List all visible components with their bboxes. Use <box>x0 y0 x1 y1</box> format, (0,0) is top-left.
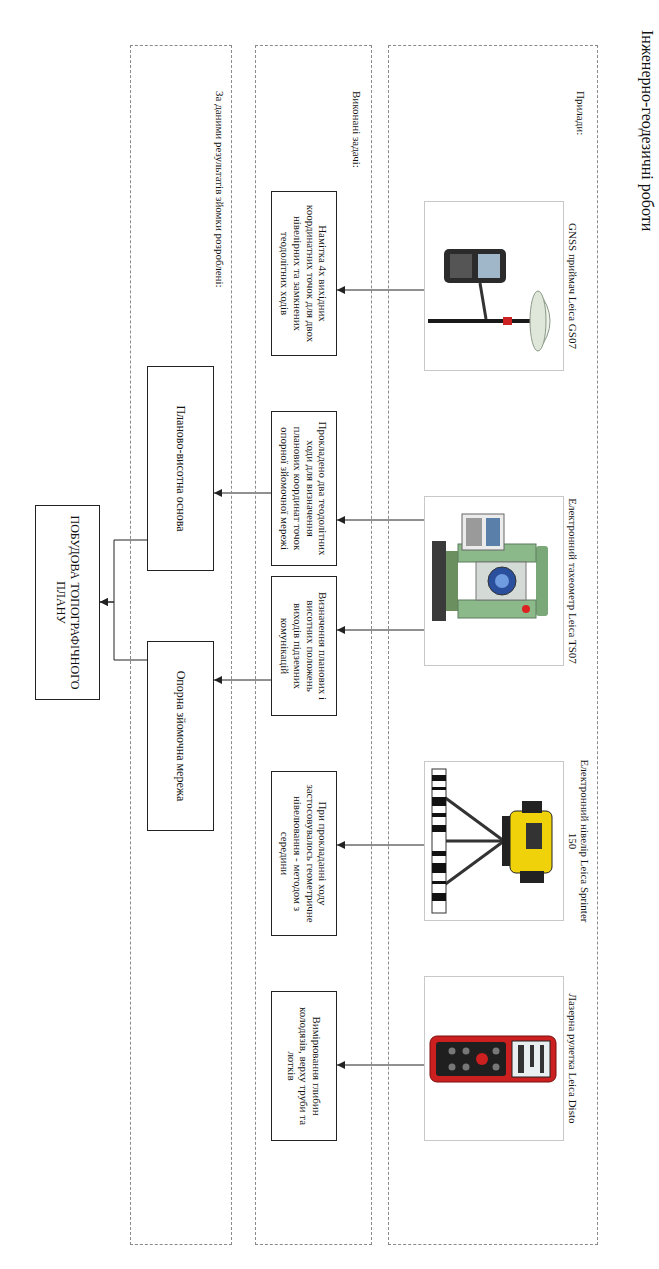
meter-key <box>463 1048 470 1055</box>
flow-arrow <box>100 540 147 602</box>
meter-key <box>449 1048 456 1055</box>
total-station-picture <box>432 514 548 621</box>
controller-body <box>444 249 506 283</box>
gnss-receiver-picture <box>428 249 550 351</box>
level-eyepiece <box>522 801 542 813</box>
staff-code <box>432 881 446 884</box>
instrument-label: Електронний тахеометр Leica TS07 <box>566 485 579 677</box>
instrument-label: Лазерна рулетка Leica Disto <box>566 965 579 1152</box>
box-text: Прокладено два теодолітних ходи для визн… <box>279 417 330 560</box>
staff-code <box>432 893 446 901</box>
box-text: При прокладанні ходу застосовувалось гео… <box>279 777 330 930</box>
box-text: ПОБУДОВА ТОПОГРАФІЧНОГО ПЛАНУ <box>54 511 82 694</box>
instrument-label: GNSS приймач Leica GS07 <box>566 190 579 382</box>
flow-arrow <box>100 602 147 660</box>
meter-keypad <box>436 1042 506 1076</box>
diagram-title: Інженерно-геодезичні роботи <box>638 30 656 231</box>
meter-key <box>493 1064 500 1071</box>
instrument-group: Прилади: GNSS приймач Leica GS07Електронн… <box>388 45 598 1245</box>
flow-arrow <box>337 845 424 846</box>
station-marker <box>522 605 530 613</box>
group-heading: За даними результатів зйомки розроблені: <box>214 91 226 288</box>
station-lens-glass <box>495 574 509 588</box>
instrument-label: Електронний нівелір Leica Sprinter 150 <box>566 750 591 932</box>
staff-code <box>432 851 446 856</box>
flow-arrow <box>214 493 271 494</box>
meter-body <box>430 1036 556 1082</box>
box-text: Вимірювання глибин колодязів, верху труб… <box>285 997 323 1135</box>
meter-screen <box>512 1041 550 1077</box>
station-upright <box>458 600 536 618</box>
meter-readout <box>518 1045 524 1073</box>
station-handle <box>536 546 548 616</box>
staff-code <box>432 775 446 781</box>
station-base <box>432 541 446 621</box>
station-tribrach <box>446 551 458 611</box>
instrument-panel: Лазерна рулетка Leica Disto <box>424 976 564 1141</box>
level-display <box>526 823 542 849</box>
final-box: ПОБУДОВА ТОПОГРАФІЧНОГО ПЛАНУ <box>35 505 100 700</box>
meter-key <box>493 1048 500 1055</box>
result-group: За даними результатів зйомки розроблені:… <box>130 45 232 1245</box>
flow-arrow <box>214 680 271 681</box>
task-box: Вимірювання глибин колодязів, верху труб… <box>271 991 337 1141</box>
task-group: Виконані задачі: Намітка 4х вихідних коор… <box>255 45 372 1245</box>
meter-key <box>463 1064 470 1071</box>
station-telescope <box>476 562 526 600</box>
task-box: Прокладено два теодолітних ходи для визн… <box>271 411 337 566</box>
result-box: Планово-висотна основа <box>147 366 214 571</box>
meter-readout <box>530 1045 534 1067</box>
box-text: Планово-висотна основа <box>174 405 188 531</box>
station-keys <box>466 518 482 546</box>
antenna-base <box>530 291 546 351</box>
digital-level-picture <box>432 769 552 913</box>
flow-arrow <box>337 290 424 291</box>
task-box: Визначення планових і висотних положень … <box>271 576 337 716</box>
box-text: Намітка 4х вихідних координатних точок д… <box>279 197 330 350</box>
box-text: Опорна зйомочна мережа <box>174 671 188 802</box>
staff-code <box>432 813 446 817</box>
level-staff <box>432 769 446 913</box>
level-body <box>510 811 552 873</box>
instrument-panel: Електронний тахеометр Leica TS07 <box>424 496 564 666</box>
staff-code <box>432 787 446 790</box>
controller-bracket <box>480 283 486 319</box>
station-display-panel <box>462 514 504 550</box>
tripod-leg <box>446 840 504 843</box>
meter-key <box>449 1064 456 1071</box>
instrument-panel: GNSS приймач Leica GS07 <box>424 201 564 371</box>
flow-arrow <box>337 630 424 631</box>
pole <box>428 319 534 323</box>
flow-arrow <box>337 1065 424 1066</box>
meter-readout <box>540 1045 544 1073</box>
controller-keypad <box>450 254 472 278</box>
staff-code <box>432 797 446 806</box>
flow-arrow <box>337 520 424 521</box>
group-heading: Прилади: <box>575 91 587 135</box>
task-box: При прокладанні ходу застосовувалось гео… <box>271 771 337 936</box>
controller-screen <box>478 254 500 278</box>
task-box: Намітка 4х вихідних координатних точок д… <box>271 191 337 356</box>
pole-clamp <box>503 317 512 325</box>
level-objective <box>520 871 544 883</box>
laser-meter-picture <box>430 1036 556 1082</box>
box-text: Визначення планових і висотних положень … <box>279 582 330 710</box>
staff-code <box>432 825 446 832</box>
station-lens <box>488 567 516 595</box>
instrument-panel: Електронний нівелір Leica Sprinter 150 <box>424 761 564 921</box>
staff-code <box>432 863 446 873</box>
result-box: Опорна зйомочна мережа <box>147 641 214 831</box>
station-screen <box>486 518 500 546</box>
meter-key <box>476 1053 488 1065</box>
group-heading: Виконані задачі: <box>351 91 363 168</box>
